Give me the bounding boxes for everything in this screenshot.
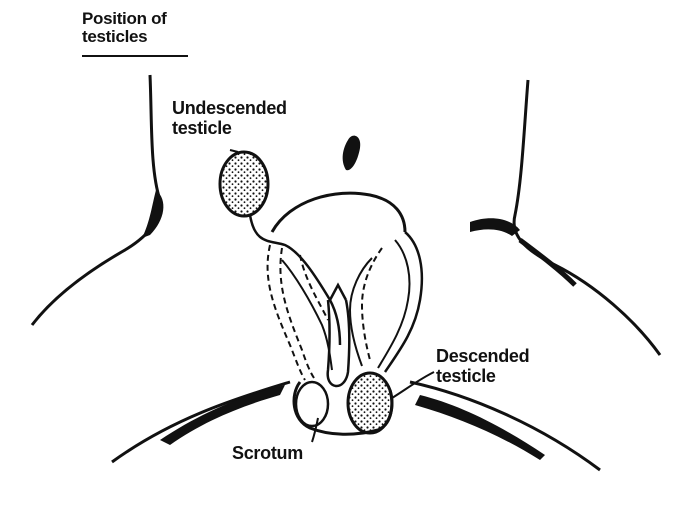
descent-path-dashed-1 [266,244,306,381]
right-body-shading [518,238,577,287]
scrotum-leader-line [311,417,319,443]
descent-path-dashed-3 [299,254,329,321]
left-groin-shading [160,385,285,445]
undescended-testicle-label: Undescended testicle [172,98,287,138]
left-body-outline [30,74,163,326]
left-thigh-outline [111,380,291,464]
title-underline [82,55,188,57]
right-groin-shading [415,395,545,460]
scrotum-label: Scrotum [232,443,303,463]
navel-mark [342,135,361,171]
empty-scrotal-sac [294,380,330,428]
penis-tip [328,282,348,301]
diagram-title: Position of testicles [82,10,167,46]
descended-label-line-2: testicle [436,366,496,386]
left-inguinal-shading [142,190,164,238]
right-inguinal-shading [470,218,520,236]
descended-leader-line [391,371,435,399]
left-duct-solid [248,214,342,346]
undescended-label-line-1: Undescended [172,98,287,118]
undescended-label-line-2: testicle [172,118,232,138]
penis-shaft [326,299,351,388]
title-line-2: testicles [82,27,148,46]
descended-testicle-label: Descended testicle [436,346,530,386]
right-duct-solid-1 [383,231,424,373]
right-duct-dashed [360,247,383,361]
descended-label-line-1: Descended [436,346,530,366]
undescended-testicle [218,150,270,218]
descended-testicle [346,371,394,435]
title-line-1: Position of [82,9,167,28]
descent-path-dashed-2 [279,247,315,379]
right-duct-solid-3 [348,257,373,367]
right-body-outline [512,79,662,356]
right-duct-solid-2 [377,239,411,369]
right-thigh-outline [409,380,601,472]
bladder-outline [270,191,407,233]
undescended-leader-line [229,149,239,153]
